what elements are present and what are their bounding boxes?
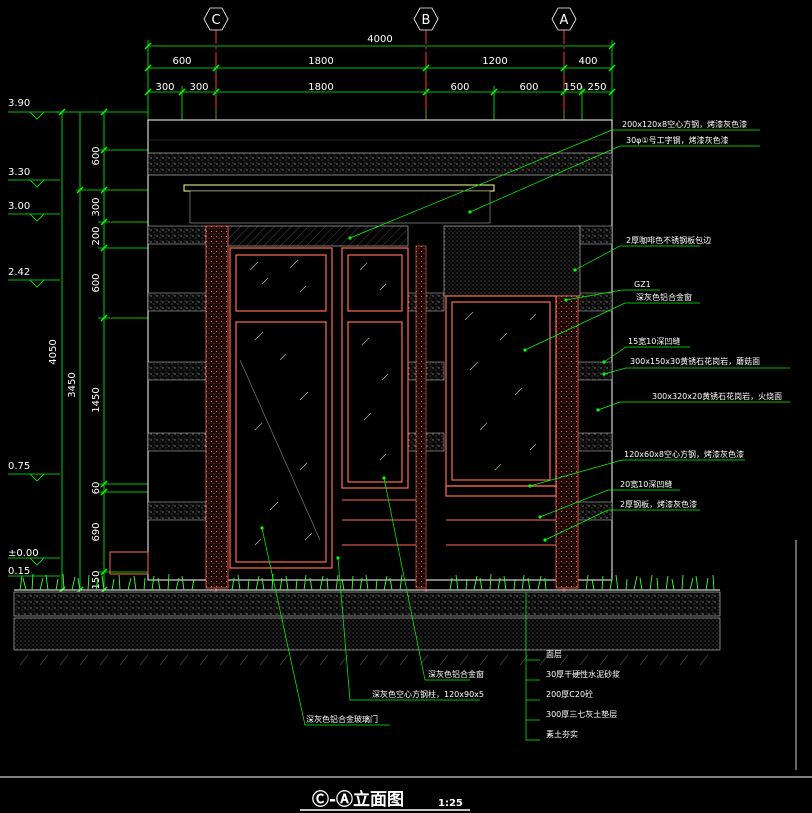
- ground-layer-concrete: 200厚C20砼: [546, 689, 593, 699]
- grass: [19, 573, 715, 591]
- drawing-title: Ⓒ-Ⓐ立面图: [312, 789, 404, 810]
- grid-axis-c: C: [211, 13, 220, 28]
- callout-stainless-edge: 2厚咖啡色不锈钢板包边: [626, 235, 711, 245]
- level-3-00: 3.00: [8, 201, 30, 212]
- ground-section: [13, 589, 721, 666]
- dim-600: 600: [172, 56, 191, 67]
- callout-steel-tube-200: 200x120x8空心方钢，烤漆灰色漆: [622, 119, 747, 129]
- callout-steel-plate: 2厚钢板，烤漆灰色漆: [620, 499, 697, 509]
- dim-250: 250: [587, 82, 606, 93]
- dim-1800-b: 1800: [308, 82, 333, 93]
- vertical-dimensions: [56, 108, 148, 594]
- vdim-690: 690: [91, 522, 102, 541]
- callout-granite-300x320: 300x320x20黄锈石花岗岩，火烧面: [652, 391, 782, 401]
- ground-layer-mortar: 30厚干硬性水泥砂浆: [546, 669, 620, 679]
- dim-150: 150: [563, 82, 582, 93]
- dim-300-a: 300: [155, 82, 174, 93]
- level-markers: [8, 111, 60, 577]
- level-3-30: 3.30: [8, 167, 30, 178]
- grid-axis-bubbles: [203, 7, 577, 31]
- top-dimensions: [144, 40, 616, 120]
- dim-600-a: 600: [450, 82, 469, 93]
- callout-i-beam: 30φ①号工字钢，烤漆灰色漆: [626, 135, 729, 145]
- title-block: [0, 540, 812, 811]
- dim-400: 400: [578, 56, 597, 67]
- vdim-60: 60: [91, 482, 102, 495]
- level-0-75: 0.75: [8, 461, 30, 472]
- callout-aluminum-window: 深灰色铝合金窗: [636, 292, 692, 302]
- lower-panels: [109, 499, 556, 575]
- callout-bottom-column: 深灰色空心方钢柱，120x90x5: [372, 689, 484, 699]
- callout-bottom-door: 深灰色铝合金玻璃门: [306, 714, 378, 724]
- level-2-42: 2.42: [8, 267, 30, 278]
- glass-reflections: [239, 259, 537, 546]
- grid-axis-b: B: [422, 13, 431, 28]
- dim-300-b: 300: [189, 82, 208, 93]
- dim-total-width: 4000: [367, 34, 392, 45]
- door-frames: [229, 247, 557, 569]
- vdim-600-mid: 600: [91, 273, 102, 292]
- level-0-00: ±0.00: [8, 548, 39, 559]
- vdim-4050: 4050: [48, 339, 59, 364]
- callout-groove-20: 20宽10深凹缝: [620, 479, 672, 489]
- vdim-200: 200: [91, 226, 102, 245]
- ground-layer-compacted: 素土夯实: [546, 729, 578, 739]
- level-3-90: 3.90: [8, 98, 30, 109]
- leader-dots: [260, 210, 606, 560]
- dim-600-b: 600: [519, 82, 538, 93]
- callout-granite-300x150: 300x150x30黄锈石花岗岩，蘑菇面: [630, 356, 760, 366]
- callout-groove-15: 15宽10深凹缝: [628, 336, 680, 346]
- callout-gz1: GZ1: [634, 280, 651, 289]
- glass-panels: [239, 258, 547, 559]
- callout-bottom-window: 深灰色铝合金窗: [428, 669, 484, 679]
- vdim-150: 150: [91, 570, 102, 589]
- ground-layer-lime-soil: 300厚三七灰土垫层: [546, 709, 617, 719]
- drawing-scale: 1:25: [438, 798, 463, 809]
- level-0-15: 0.15: [8, 566, 30, 577]
- vdim-1450: 1450: [91, 387, 102, 412]
- vdim-600-top: 600: [91, 146, 102, 165]
- vdim-3450: 3450: [67, 372, 78, 397]
- ground-layer-surface: 面层: [546, 650, 562, 659]
- vdim-300: 300: [91, 197, 102, 216]
- dim-1200: 1200: [482, 56, 507, 67]
- callout-steel-tube-120: 120x60x8空心方钢，烤漆灰色漆: [624, 449, 744, 459]
- dim-1800: 1800: [308, 56, 333, 67]
- grid-axis-a: A: [560, 13, 569, 28]
- callout-leaders: [261, 129, 790, 741]
